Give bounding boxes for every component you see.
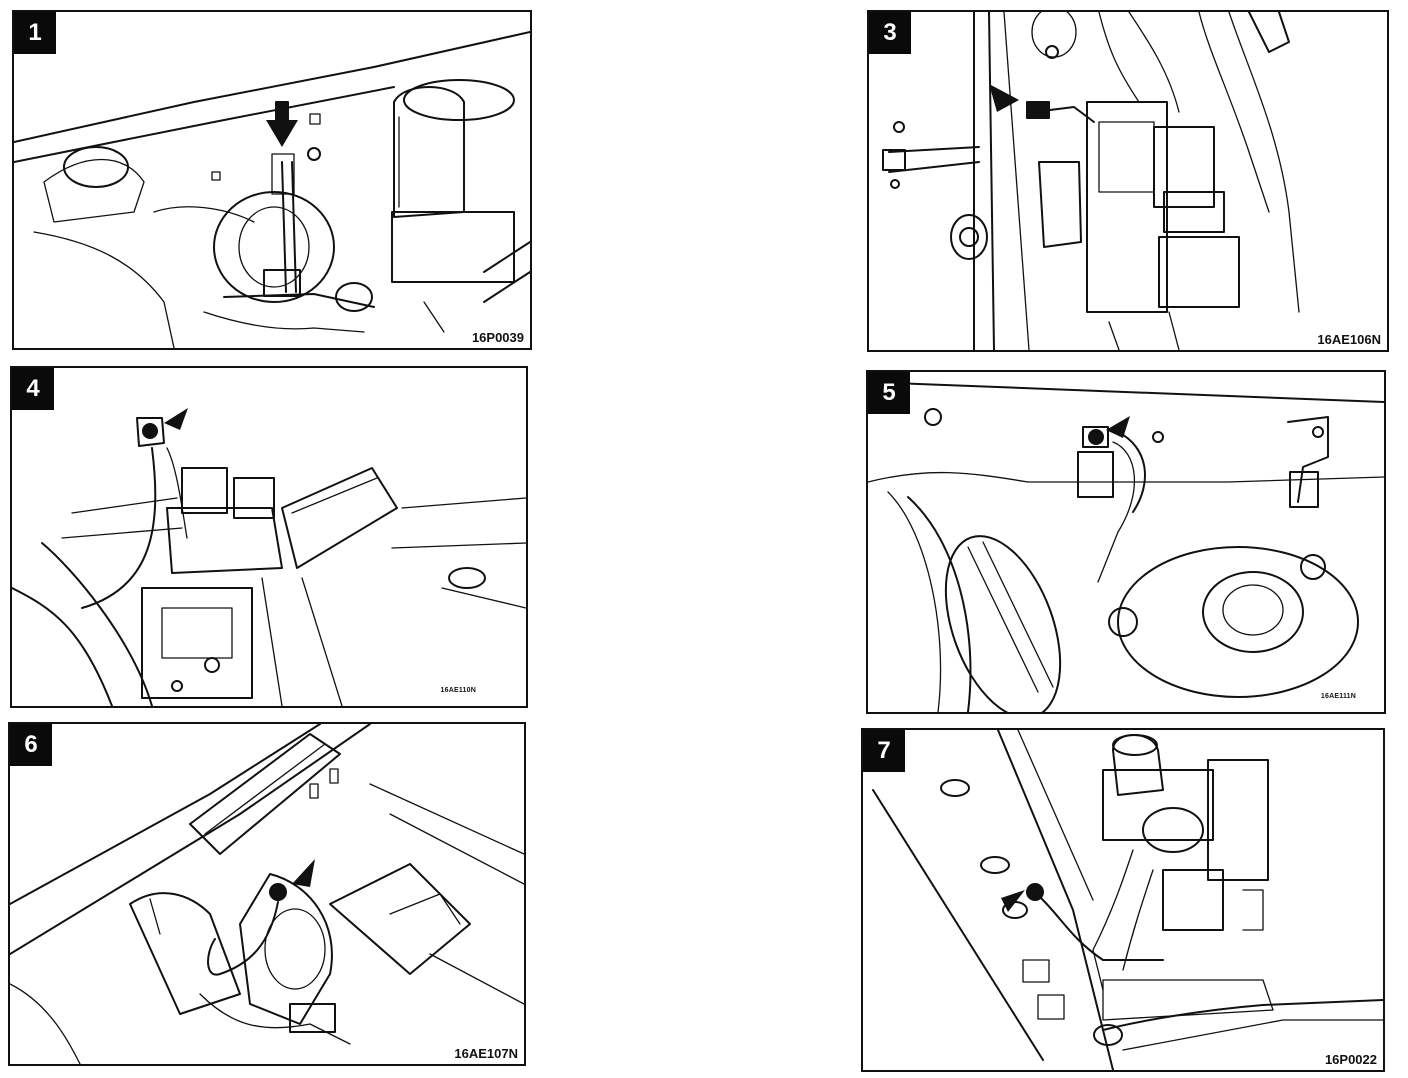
ground-point-arrow-icon [266,120,298,147]
ground-point-arrow-icon [292,859,315,887]
panel-number: 4 [12,368,54,410]
illustration-panel-4: 4 16AE110N [10,366,528,708]
engine-bay-illustration [14,31,530,348]
figure-code: 16AE107N [454,1046,518,1061]
figure-code: 16P0039 [471,330,524,345]
trunk-ground-illustration [868,381,1384,712]
floor-ground-illustration [10,724,524,1064]
illustration-panel-3: 3 16AE106N [867,10,1389,352]
ground-point-arrow-icon [989,84,1019,112]
motor-ground-illustration [872,730,1383,1070]
panel-number: 5 [868,372,910,414]
illustration-panel-7: 7 16P0022 [861,728,1385,1072]
relay-box-illustration [12,408,526,706]
illustration-panel-5: 5 16AE111N [866,370,1386,714]
panel-number: 7 [863,730,905,772]
fuse-box-illustration [882,12,1300,350]
figure-code: 16AE111N [1320,693,1356,700]
illustration-panel-6: 6 16AE107N [8,722,526,1066]
figure-code: 16P0022 [1324,1052,1377,1067]
panel-number: 3 [869,12,911,54]
figure-code: 16AE106N [1317,332,1381,347]
ground-point-arrow-icon [1106,416,1130,438]
illustration-panel-1: 1 16P0039 [12,10,532,350]
ground-point-arrow-icon [164,408,188,430]
panel-number: 1 [14,12,56,54]
panel-number: 6 [10,724,52,766]
figure-code: 16AE110N [440,687,476,694]
ground-point-arrow-icon [1001,890,1025,912]
